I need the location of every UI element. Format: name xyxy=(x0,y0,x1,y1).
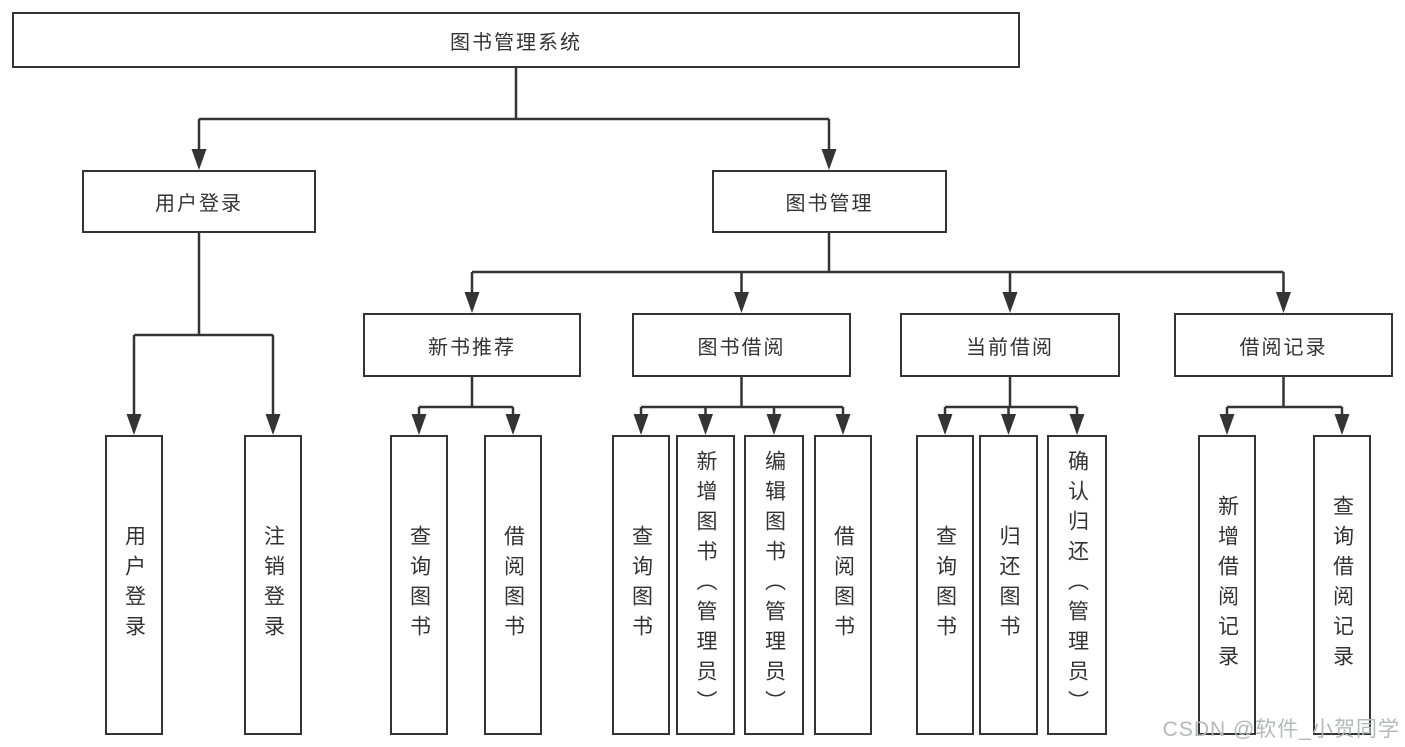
node-label: 用户登录 xyxy=(155,193,243,215)
arrow-down-icon xyxy=(126,414,142,435)
connector-borrowing-records-children xyxy=(1225,377,1344,429)
node-leaf-return-books: 归还图书 xyxy=(979,435,1038,735)
arrow-down-icon xyxy=(1002,292,1018,313)
node-book-management-module: 图书管理 xyxy=(712,170,947,233)
arrow-down-icon xyxy=(1069,414,1085,435)
node-book-borrowing: 图书借阅 xyxy=(632,313,851,377)
connector-user-login-children xyxy=(132,233,275,429)
connector-book-management-children xyxy=(470,233,1285,307)
node-leaf-query-books-borrowing: 查询图书 xyxy=(612,435,670,735)
node-label: 查询图书 xyxy=(629,525,653,645)
node-borrowing-records: 借阅记录 xyxy=(1174,313,1393,377)
node-leaf-query-borrow-record: 查询借阅记录 xyxy=(1313,435,1371,735)
node-leaf-logout: 注销登录 xyxy=(244,435,302,735)
node-leaf-borrow-books: 借阅图书 xyxy=(814,435,872,735)
node-leaf-add-borrow-record: 新增借阅记录 xyxy=(1198,435,1256,735)
csdn-watermark: CSDN @软件_小贺同学 xyxy=(1162,718,1400,741)
node-label: 归还图书 xyxy=(997,525,1020,645)
node-leaf-user-login: 用户登录 xyxy=(105,435,163,735)
node-label: 图书管理 xyxy=(785,193,874,215)
arrow-down-icon xyxy=(698,414,713,435)
arrow-down-icon xyxy=(411,414,427,435)
node-label: 查询图书 xyxy=(933,525,957,645)
connector-new-book-children xyxy=(417,377,515,429)
arrow-down-icon xyxy=(835,414,851,435)
arrow-down-icon xyxy=(821,149,837,170)
node-label: 借阅记录 xyxy=(1239,336,1328,359)
arrow-down-icon xyxy=(766,414,782,435)
node-label: 当前借阅 xyxy=(966,336,1054,359)
arrow-down-icon xyxy=(265,414,281,435)
arrow-down-icon xyxy=(464,292,480,313)
node-label: 图书管理系统 xyxy=(450,31,582,54)
node-current-borrowing: 当前借阅 xyxy=(900,313,1120,377)
node-label: 新书推荐 xyxy=(428,336,516,359)
node-leaf-edit-books-admin: 编辑图书（管理员） xyxy=(744,435,804,735)
node-user-login-module: 用户登录 xyxy=(82,170,316,233)
arrow-down-icon xyxy=(633,414,649,435)
arrow-down-icon xyxy=(734,292,749,313)
node-label: 查询图书 xyxy=(407,525,431,645)
arrow-down-icon xyxy=(1276,292,1291,313)
arrow-down-icon xyxy=(937,414,953,435)
arrow-down-icon xyxy=(1334,414,1350,435)
node-label: 新增图书（管理员） xyxy=(694,450,717,720)
node-label: 借阅图书 xyxy=(831,525,855,645)
node-label: 用户登录 xyxy=(122,525,146,645)
node-label: 图书借阅 xyxy=(697,336,786,359)
connector-book-borrowing-children xyxy=(639,377,845,429)
node-leaf-query-books-current: 查询图书 xyxy=(916,435,974,735)
node-label: 新增借阅记录 xyxy=(1215,495,1239,675)
node-label: 借阅图书 xyxy=(501,525,525,645)
node-label: 查询借阅记录 xyxy=(1330,495,1354,675)
arrow-down-icon xyxy=(1001,414,1016,435)
arrowheads xyxy=(126,149,1350,435)
connector-root-to-level2 xyxy=(197,68,831,164)
arrow-down-icon xyxy=(505,414,521,435)
node-leaf-borrow-books-recommend: 借阅图书 xyxy=(484,435,542,735)
arrow-down-icon xyxy=(191,149,207,170)
node-label: 注销登录 xyxy=(261,525,285,645)
node-leaf-add-books-admin: 新增图书（管理员） xyxy=(676,435,735,735)
node-leaf-confirm-return-admin: 确认归还（管理员） xyxy=(1047,435,1107,735)
node-new-book-recommendation: 新书推荐 xyxy=(363,313,581,377)
node-label: 确认归还（管理员） xyxy=(1065,450,1089,720)
node-library-management-system: 图书管理系统 xyxy=(12,12,1020,68)
node-leaf-query-books-recommend: 查询图书 xyxy=(390,435,448,735)
arrow-down-icon xyxy=(1219,414,1235,435)
node-label: 编辑图书（管理员） xyxy=(762,450,786,720)
